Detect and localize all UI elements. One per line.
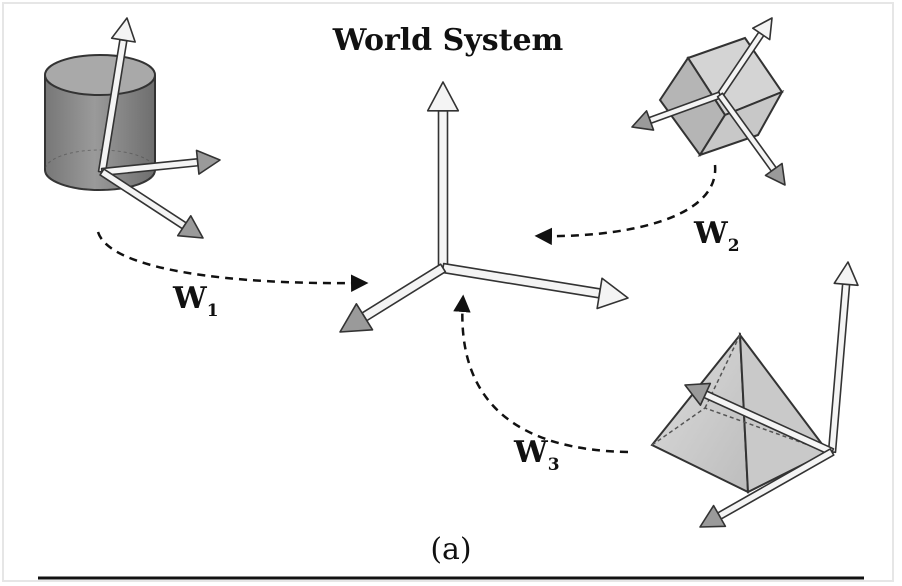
transform-label-w3: W3 — [513, 435, 560, 475]
pyramid-axis-front — [699, 448, 835, 528]
cube-axis-left — [631, 91, 722, 131]
cube-local-axes — [631, 17, 786, 186]
transform-label-w2: W2 — [693, 216, 740, 256]
cylinder-axis-front — [99, 168, 204, 239]
pyramid-object — [650, 331, 830, 494]
world-axis-up — [426, 81, 460, 269]
transform-arrow-w3 — [453, 294, 629, 454]
world-axes — [339, 81, 629, 333]
transform-label-w1: W1 — [172, 281, 219, 321]
diagram-title: World System — [332, 23, 564, 58]
transform-arrow-w1 — [96, 231, 369, 292]
figure-caption: (a) — [430, 532, 471, 567]
world-axis-right — [441, 262, 629, 310]
pyramid-local-axes — [684, 261, 859, 528]
transform-arrow-w2 — [534, 164, 717, 246]
world-axis-front — [339, 263, 447, 333]
cylinder-object — [44, 54, 156, 191]
pyramid-axis-up — [827, 261, 859, 454]
cylinder-axis-up — [97, 17, 136, 174]
figure-border — [2, 2, 894, 582]
cube-axis-down — [716, 92, 786, 186]
cylinder-local-axes — [97, 17, 221, 239]
cube-axis-up — [716, 17, 773, 98]
